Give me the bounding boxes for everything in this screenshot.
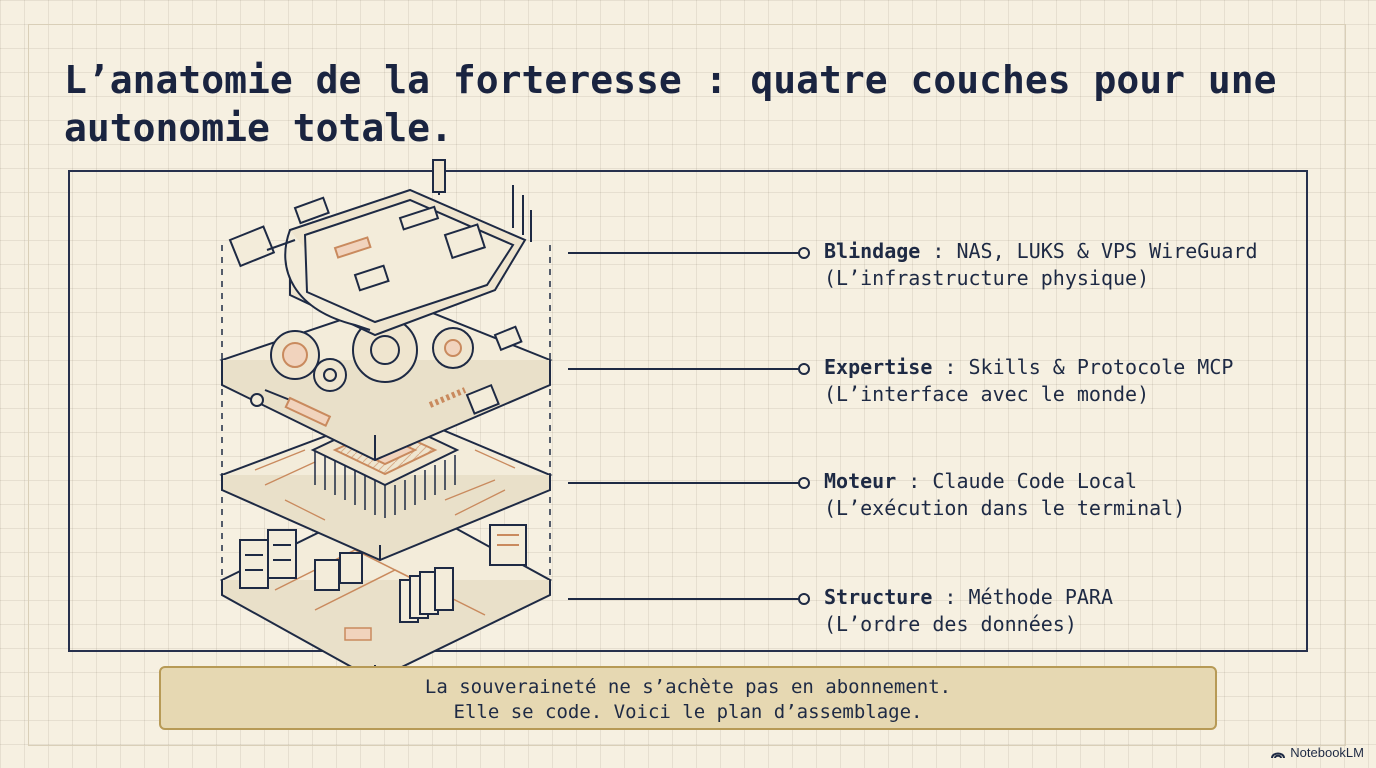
layer-detail: Skills & Protocole MCP [968,355,1234,379]
notebooklm-watermark: NotebookLM [1270,745,1364,760]
layer-name: Blindage [824,239,921,263]
leader-line [568,252,800,254]
layer-separator: : [932,355,969,379]
layer-detail: Claude Code Local [932,469,1138,493]
layer-text: Structure : Méthode PARA (L’ordre des do… [824,584,1324,638]
leader-line [568,368,800,370]
layer-text: Moteur : Claude Code Local (L’exécution … [824,468,1324,522]
slide-title: L’anatomie de la forteresse : quatre cou… [64,58,1277,150]
layer-separator: : [920,239,957,263]
leader-line [568,598,800,600]
shield-layer-icon [228,159,532,337]
leader-dot [798,477,810,489]
layer-subtitle: (L’ordre des données) [824,612,1077,636]
layer-subtitle: (L’infrastructure physique) [824,266,1150,290]
callout-line-2: Elle se code. Voici le plan d’assemblage… [453,701,923,723]
layer-text: Blindage : NAS, LUKS & VPS WireGuard (L’… [824,238,1324,292]
leader-dot [798,247,810,259]
diagram-panel [68,170,1308,652]
leader-dot [798,363,810,375]
notebooklm-logo-icon [1271,752,1286,758]
layer-name: Structure [824,585,933,609]
layer-subtitle: (L’exécution dans le terminal) [824,496,1186,520]
layer-separator: : [896,469,933,493]
leader-dot [798,593,810,605]
brand-name: NotebookLM [1290,745,1364,760]
fortress-layers-illustration [219,159,553,682]
layer-text: Expertise : Skills & Protocole MCP (L’in… [824,354,1324,408]
layer-name: Expertise [824,355,933,379]
layer-subtitle: (L’interface avec le monde) [824,382,1150,406]
leader-line [568,482,800,484]
layer-separator: : [932,585,969,609]
layer-detail: NAS, LUKS & VPS WireGuard [956,239,1258,263]
exploded-guide-lines [221,245,551,595]
conclusion-callout: La souveraineté ne s’achète pas en abonn… [159,666,1217,730]
callout-line-1: La souveraineté ne s’achète pas en abonn… [424,676,952,698]
slide-frame [28,24,1346,746]
layer-detail: Méthode PARA [968,585,1114,609]
layer-name: Moteur [824,469,897,493]
gears-board-icon [219,298,553,462]
